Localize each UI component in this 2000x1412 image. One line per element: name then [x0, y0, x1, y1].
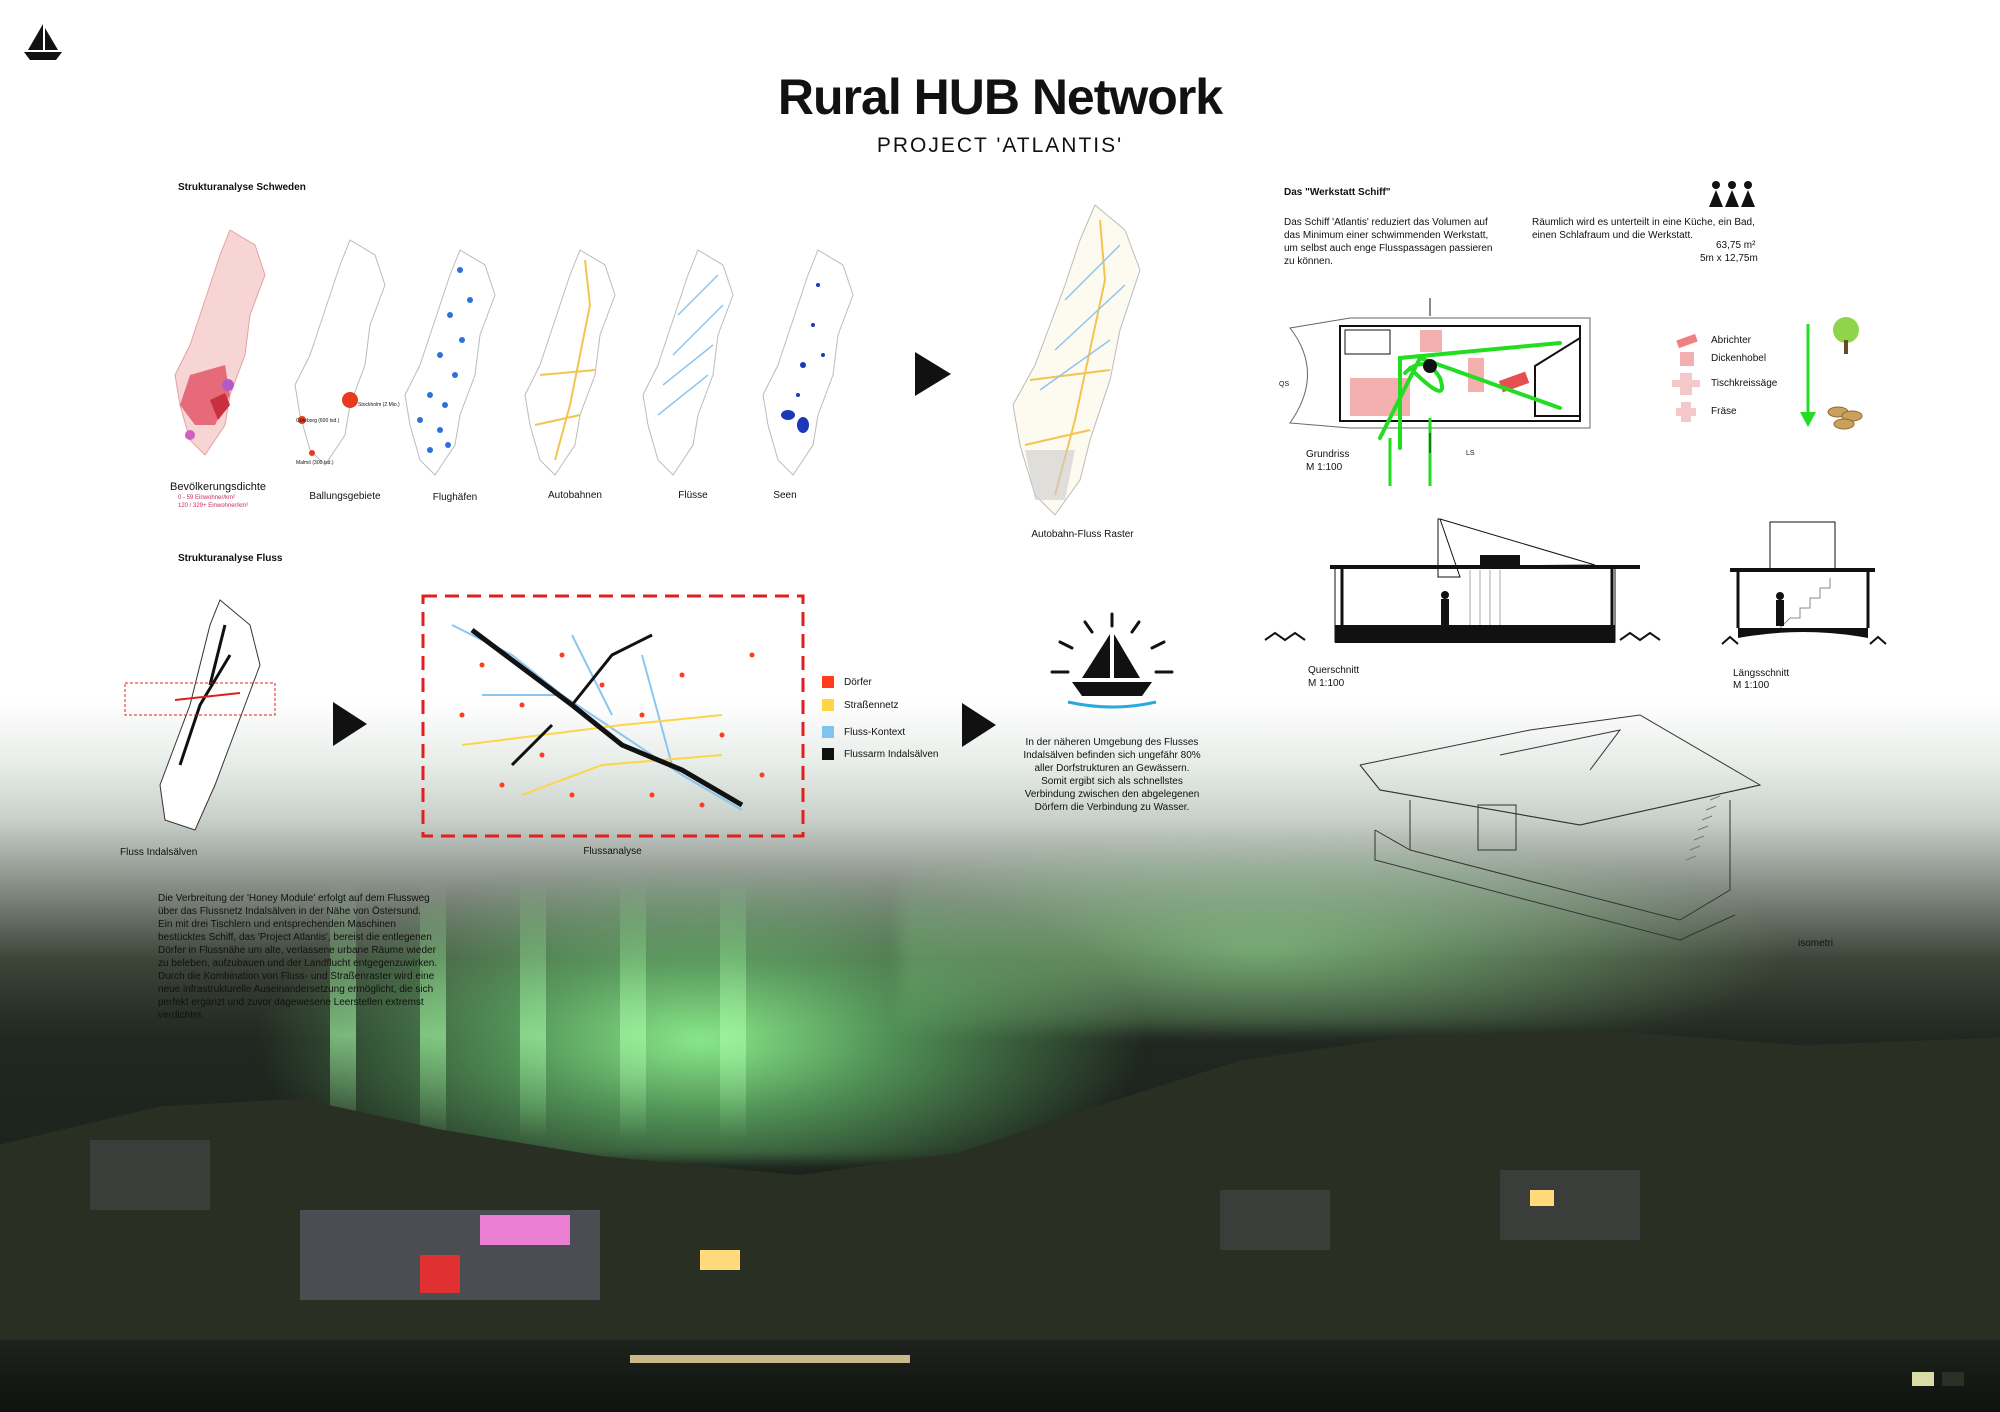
house-window — [1530, 1190, 1554, 1206]
map-airports — [404, 249, 496, 476]
map-caption-urban: Ballungsgebiete — [309, 491, 381, 502]
machine-dickenhobel-icon — [1680, 352, 1694, 366]
isometry-drawing — [1359, 714, 1762, 941]
page-subtitle: PROJECT 'ATLANTIS' — [876, 134, 1124, 157]
play-arrow-icon — [333, 702, 367, 746]
legend-label: Flussarm Indalsälven — [844, 748, 939, 760]
aurora-stripe — [620, 880, 646, 1140]
floor-plan-caption: Grundriss — [1306, 449, 1350, 460]
city-label-malmo: Malmö (300 tsd.) — [296, 460, 334, 466]
machine-tischkreissaege-icon — [1672, 373, 1700, 395]
jetty — [630, 1355, 910, 1363]
werkstatt-dimensions: 5m x 12,75m — [1700, 253, 1758, 264]
legend-label: Fluss-Kontext — [844, 726, 906, 738]
floor-plan — [1289, 298, 1591, 486]
house-window — [700, 1250, 740, 1270]
river-analysis-caption: Flussanalyse — [583, 846, 642, 857]
machine-label: Fräse — [1711, 406, 1737, 417]
map-caption-rivers: Flüsse — [678, 490, 708, 501]
isometry-caption: isometri — [1798, 938, 1834, 949]
hub-window — [480, 1215, 570, 1245]
section-marker-qs: QS — [1279, 381, 1290, 388]
play-arrow-icon — [915, 352, 951, 396]
machine-label: Abrichter — [1711, 335, 1752, 346]
river-analysis-heading: Strukturanalyse Fluss — [178, 553, 283, 564]
aurora-stripe — [520, 880, 546, 1140]
house — [1500, 1170, 1640, 1240]
three-people-icon — [1709, 181, 1755, 207]
river-map-caption: Fluss Indalsälven — [120, 847, 198, 858]
map-indalsalven — [124, 599, 276, 831]
aurora-stripe — [420, 880, 446, 1140]
hub-door — [420, 1255, 460, 1293]
floor-plan-scale: M 1:100 — [1306, 462, 1343, 473]
map-highways — [524, 249, 616, 476]
density-legend-low: 0 - 59 Einwohner/km² — [178, 495, 236, 501]
grid-map-caption: Autobahn-Fluss Raster — [1031, 529, 1134, 540]
legend-roads: Straßennetz — [822, 699, 898, 711]
aurora-stripe — [720, 880, 746, 1140]
map-caption-density: Bevölkerungsdichte — [170, 481, 267, 493]
legend-swatch — [822, 699, 834, 711]
map-caption-highways: Autobahnen — [548, 490, 602, 501]
werkstatt-heading: Das "Werkstatt Schiff" — [1284, 187, 1391, 198]
aurora-right — [900, 830, 1800, 1030]
legend-swatch — [822, 676, 834, 688]
house — [90, 1140, 210, 1210]
aurora-stripe — [330, 880, 356, 1140]
legend-villages: Dörfer — [822, 676, 872, 688]
house — [1220, 1190, 1330, 1250]
map-urban-areas — [294, 239, 386, 466]
map-population-density — [174, 229, 266, 456]
cross-section-caption: Querschnitt — [1308, 665, 1360, 676]
legend-label: Dörfer — [844, 676, 872, 688]
city-label-stockholm: Stockholm (2 Mio.) — [358, 402, 400, 408]
play-arrow-icon — [962, 703, 996, 747]
page-title: Rural HUB Network — [777, 69, 1223, 125]
longitudinal-section-drawing — [1721, 521, 1887, 645]
project-description: Die Verbreitung der 'Honey Module' erfol… — [158, 893, 438, 1021]
map-highway-river-grid — [1012, 204, 1141, 516]
map-rivers — [642, 249, 734, 476]
city-label-goteborg: Göteborg (600 tsd.) — [296, 418, 340, 424]
color-swatch — [1912, 1372, 1934, 1386]
legend-swatch — [822, 726, 834, 738]
legend-label: Straßennetz — [844, 699, 899, 711]
legend-swatch — [822, 748, 834, 760]
machine-abrichter-icon — [1676, 333, 1698, 349]
machine-label: Dickenhobel — [1711, 353, 1767, 364]
sweden-analysis-heading: Strukturanalyse Schweden — [178, 182, 306, 193]
section-marker-ls: LS — [1466, 450, 1475, 457]
map-caption-airports: Flughäfen — [432, 492, 478, 503]
tree-to-wood-diagram — [1800, 317, 1863, 430]
cross-section-scale: M 1:100 — [1308, 678, 1345, 689]
longitudinal-section-caption: Längsschnitt — [1733, 668, 1790, 679]
werkstatt-text-left: Das Schiff 'Atlantis' reduziert das Volu… — [1284, 217, 1493, 267]
machine-fraese-icon — [1676, 402, 1696, 422]
machine-label: Tischkreissäge — [1711, 378, 1778, 389]
longitudinal-section-scale: M 1:100 — [1733, 680, 1770, 691]
sailboat-logo-icon — [24, 24, 62, 60]
cross-section-drawing — [1264, 518, 1661, 643]
boat-description: In der näheren Umgebung des Flusses Inda… — [1023, 737, 1201, 813]
sailboat-icon — [1050, 612, 1174, 709]
density-legend-high: 120 / 329+ Einwohner/km² — [178, 503, 249, 509]
legend-river-context: Fluss-Kontext — [822, 726, 905, 738]
werkstatt-area: 63,75 m² — [1716, 240, 1756, 251]
werkstatt-text-right: Räumlich wird es unterteilt in eine Küch… — [1532, 217, 1755, 241]
river-analysis-map — [421, 594, 805, 838]
water — [0, 1340, 2000, 1412]
legend-river-arm: Flussarm Indalsälven — [822, 748, 938, 760]
map-caption-lakes: Seen — [773, 490, 797, 501]
color-swatch — [1942, 1372, 1964, 1386]
map-lakes — [762, 249, 854, 476]
